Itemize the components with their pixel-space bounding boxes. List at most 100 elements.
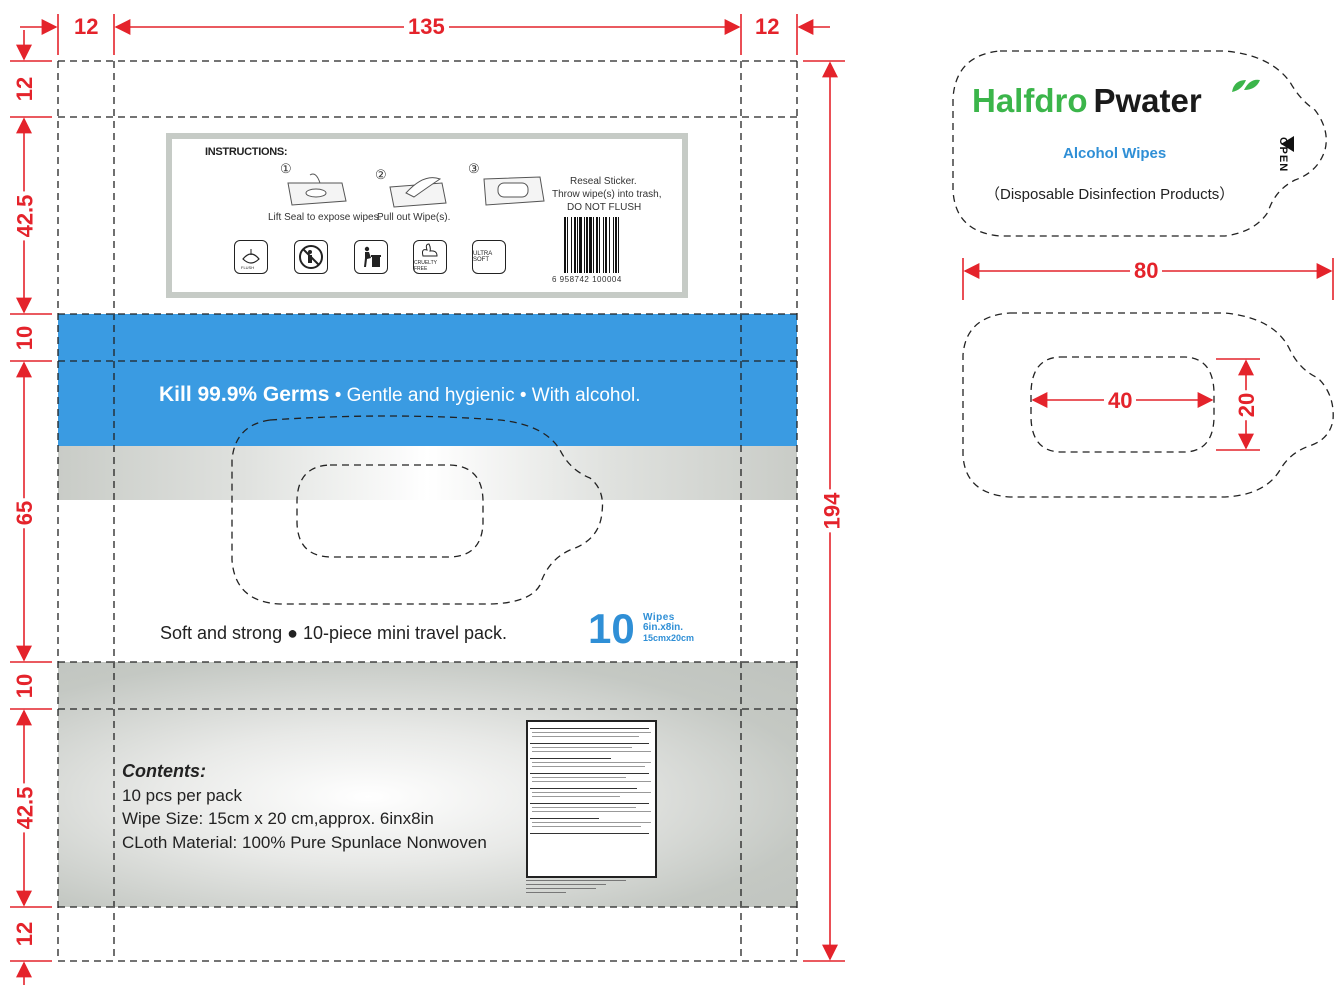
reseal-line-1: Reseal Sticker. <box>570 176 637 187</box>
barcode-bar <box>564 217 566 273</box>
silver-band <box>58 446 797 500</box>
fold-lines <box>57 60 798 962</box>
barcode-bar <box>603 217 604 273</box>
leaf-icon <box>1232 79 1260 92</box>
barcode-bar <box>609 217 610 273</box>
instructions-panel: INSTRUCTIONS: ① Lift Seal to expose wipe… <box>166 133 688 298</box>
product-name: Alcohol Wipes <box>1063 145 1167 162</box>
dim-top-left: 12 <box>70 16 103 38</box>
contents-line-2: Wipe Size: 15cm x 20 cm,approx. 6inx8in <box>122 809 434 828</box>
barcode-bar <box>615 217 617 273</box>
facts-line <box>530 752 612 759</box>
dim-right-total: 194 <box>819 489 844 533</box>
manufacturer-fine-print <box>526 878 626 893</box>
ultra-soft-label: ULTRA SOFT <box>473 251 492 263</box>
open-label: OPEN <box>1277 137 1289 173</box>
contents-heading: Contents: <box>122 761 206 781</box>
facts-line <box>532 751 652 752</box>
tagline-rest: • Gentle and hygienic • With alcohol. <box>329 385 641 406</box>
lid-dimensions <box>962 258 1334 451</box>
step-1-caption: Lift Seal to expose wipes. <box>268 212 382 223</box>
barcode-bar <box>613 217 614 273</box>
reseal-line-2: Throw wipe(s) into trash, <box>552 189 662 200</box>
facts-line <box>532 822 652 823</box>
wipe-count: 10 <box>588 605 635 652</box>
facts-line <box>530 827 650 834</box>
dim-top-center: 135 <box>404 16 449 38</box>
barcode-bar <box>574 217 576 273</box>
barcode-bar <box>618 217 619 273</box>
facts-line <box>532 736 639 737</box>
barcode-bar <box>571 217 572 273</box>
wipe-resealed-icon <box>483 176 545 206</box>
facts-line <box>530 812 599 819</box>
dim-left-5: 10 <box>12 670 37 702</box>
lid-cutline <box>231 415 604 605</box>
facts-line <box>532 807 637 808</box>
facts-line <box>532 777 626 778</box>
instructions-title: INSTRUCTIONS: <box>205 146 288 158</box>
dim-left-6: 42.5 <box>12 783 37 833</box>
facts-line <box>532 811 652 812</box>
barcode-bar <box>596 217 598 273</box>
dim-opening-height: 20 <box>1234 389 1259 421</box>
facts-line <box>532 766 646 767</box>
barcode-bar <box>584 217 585 273</box>
step-2-caption: Pull out Wipe(s). <box>377 212 451 223</box>
facts-line <box>532 826 642 827</box>
dim-left-4: 65 <box>12 497 37 529</box>
barcode-bar <box>586 217 588 273</box>
step-1-number: ① <box>280 161 292 176</box>
dim-opening-width: 40 <box>1104 390 1137 412</box>
trash-bin-icon <box>354 240 388 274</box>
tagline-bold: Kill 99.9% Germs <box>159 383 330 406</box>
facts-line <box>532 732 652 733</box>
open-arrow-icon <box>1281 136 1294 152</box>
no-litter-icon <box>294 240 328 274</box>
barcode-number: 6 958742 100004 <box>552 275 622 284</box>
step-2-number: ② <box>375 167 387 182</box>
facts-line <box>532 796 620 797</box>
barcode-bar <box>577 217 578 273</box>
facts-line <box>532 792 652 793</box>
count-label-3: 15cmx20cm <box>643 633 695 643</box>
barcode <box>564 217 619 273</box>
facts-line <box>532 747 633 748</box>
facts-line <box>530 782 637 789</box>
dim-lid-width: 80 <box>1130 260 1163 282</box>
ultra-soft-icon: ULTRA SOFT <box>472 240 506 274</box>
barcode-bar <box>589 217 592 273</box>
dim-left-7: 12 <box>12 918 37 950</box>
rabbit-icon: CRUELTY FREE <box>413 240 447 274</box>
barcode-bar <box>599 217 600 273</box>
contents-line-3: CLoth Material: 100% Pure Spunlace Nonwo… <box>122 832 487 852</box>
product-subtitle: （Disposable Disinfection Products） <box>985 186 1235 203</box>
blue-band <box>58 314 797 446</box>
cruelty-free-label: CRUELTY FREE <box>414 260 437 272</box>
contents-block: Contents: 10 pcs per pack Wipe Size: 15c… <box>122 760 487 854</box>
step-3-number: ③ <box>468 161 480 176</box>
tagline: Kill 99.9% Germs • Gentle and hygienic •… <box>159 383 641 407</box>
bottom-silver-panel <box>58 662 797 907</box>
dim-left-3: 10 <box>12 322 37 354</box>
wipe-pack-open-icon <box>287 173 347 206</box>
count-label-2: 6in.x8in. <box>643 622 684 633</box>
drug-facts-panel <box>526 720 657 878</box>
svg-text:FLUSH: FLUSH <box>241 265 254 270</box>
lid-shape <box>962 312 1334 498</box>
facts-line <box>532 762 652 763</box>
dim-top-right: 12 <box>751 16 784 38</box>
dim-left-1: 12 <box>12 73 37 105</box>
dim-left-2: 42.5 <box>12 191 37 241</box>
contents-line-1: 10 pcs per pack <box>122 785 243 805</box>
wipe-pull-icon <box>389 177 447 208</box>
facts-line <box>530 797 650 804</box>
barcode-bar <box>567 217 568 273</box>
facts-line <box>532 781 652 782</box>
barcode-bar <box>605 217 607 273</box>
pack-slogan: Soft and strong ● 10-piece mini travel p… <box>160 623 508 643</box>
facts-line <box>530 767 650 774</box>
barcode-bar <box>579 217 582 273</box>
lid-label-outline <box>952 50 1327 237</box>
